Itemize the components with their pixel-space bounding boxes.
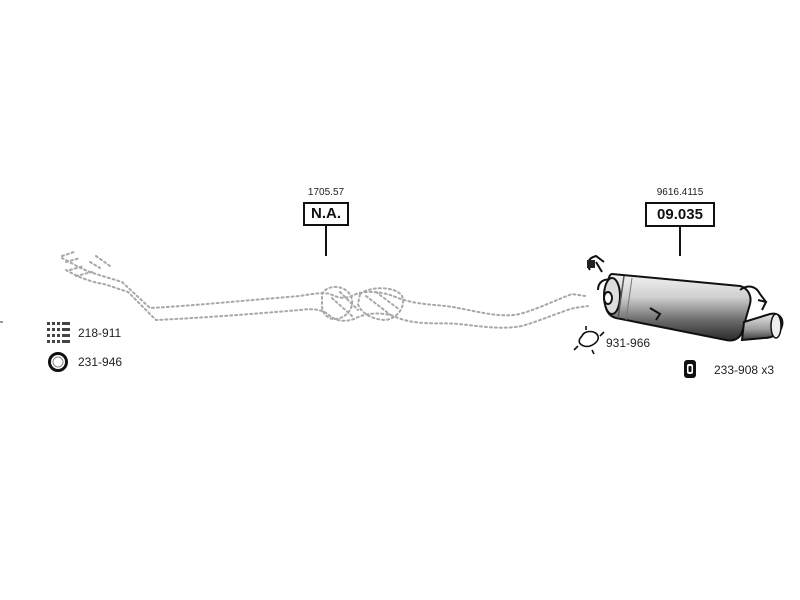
rubber-hanger-icon [684, 360, 696, 378]
clamp-icon [573, 326, 605, 355]
front-pipe-outline [61, 251, 589, 329]
rubber-hanger-code[interactable]: 233-908 x3 [714, 363, 775, 377]
mounting-kit-code[interactable]: 218-911 [78, 326, 122, 340]
front-pipe-ref-number: 1705.57 [307, 187, 345, 198]
rear-silencer-drawing [587, 254, 784, 342]
front-pipe-leader-line [325, 226, 327, 256]
front-pipe-part-code[interactable]: N.A. [303, 202, 349, 226]
rear-silencer-ref-number: 9616.4115 [656, 187, 704, 198]
gasket-ring-code[interactable]: 231-946 [78, 355, 123, 369]
mounting-kit-icon [47, 322, 70, 343]
rear-silencer-part-code[interactable]: 09.035 [645, 202, 715, 227]
rear-silencer-leader-line [679, 227, 681, 256]
clamp-code[interactable]: 931-966 [606, 336, 651, 350]
gasket-ring-icon [48, 352, 68, 372]
